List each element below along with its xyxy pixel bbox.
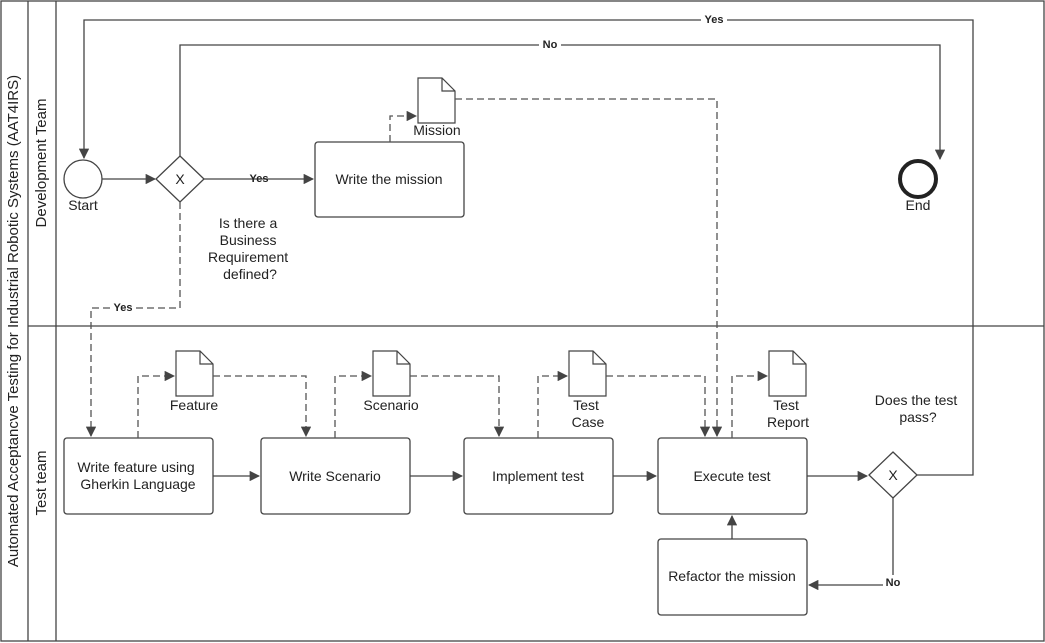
artifact-mission-label: Mission xyxy=(413,122,460,138)
start-event[interactable] xyxy=(63,159,103,199)
assoc-feature-task-to-doc xyxy=(137,370,176,438)
task-refactor-mission-label: Refactor the mission xyxy=(668,568,796,584)
flow-no-to-refactor xyxy=(807,498,894,591)
flow-top-no xyxy=(179,44,946,161)
flow-label-refactor-no: No xyxy=(886,577,901,589)
assoc-implement-to-test-case xyxy=(537,370,569,438)
pool-title: Automated Acceptancve Testing for Indust… xyxy=(5,75,22,567)
flow-label-top-no: No xyxy=(543,39,558,51)
task-write-scenario-label: Write Scenario xyxy=(289,468,381,484)
assoc-scenario-doc-to-implement xyxy=(410,375,505,438)
artifact-scenario[interactable] xyxy=(372,350,411,397)
artifact-test-case-label: Test Case xyxy=(572,397,605,430)
task-implement-test-label: Implement test xyxy=(492,468,584,484)
assoc-execute-to-test-report xyxy=(731,370,769,438)
artifact-test-report-label: Test Report xyxy=(767,397,809,430)
task-write-mission-label: Write the mission xyxy=(335,171,442,187)
assoc-write-mission-to-mission xyxy=(389,110,418,142)
assoc-mission-to-execute xyxy=(455,98,723,438)
flow-yes-to-write-feature xyxy=(85,202,181,438)
assoc-test-case-to-execute xyxy=(606,375,711,438)
artifact-test-report[interactable] xyxy=(768,350,807,397)
artifact-mission[interactable] xyxy=(417,77,456,124)
flow-label-to-feature-yes: Yes xyxy=(114,302,133,314)
gateway-test-pass-mark: X xyxy=(888,467,898,483)
assoc-feature-doc-to-scenario xyxy=(213,375,312,438)
label-bg-feature-yes xyxy=(110,300,136,314)
artifact-test-case[interactable] xyxy=(568,350,607,397)
artifact-feature-label: Feature xyxy=(170,397,218,413)
artifact-scenario-label: Scenario xyxy=(363,397,418,413)
question-test-pass: Does the test pass? xyxy=(875,392,961,425)
label-bg-top-yes xyxy=(701,12,727,26)
task-execute-test-label: Execute test xyxy=(693,468,770,484)
task-write-feature-label: Write feature using Gherkin Language xyxy=(77,459,198,492)
artifact-feature[interactable] xyxy=(175,350,214,397)
lane-title-test: Test team xyxy=(33,450,50,515)
gateway-business-requirement-mark: X xyxy=(175,171,185,187)
label-bg-refactor-no xyxy=(883,575,905,589)
flow-label-top-yes: Yes xyxy=(705,14,724,26)
end-event[interactable] xyxy=(898,159,938,199)
assoc-scenario-task-to-doc xyxy=(334,370,373,438)
start-label: Start xyxy=(68,197,98,213)
lane-title-development: Development Team xyxy=(33,99,50,228)
question-business-requirement: Is there a Business Requirement defined? xyxy=(208,215,292,282)
label-bg-top-no xyxy=(539,37,561,51)
end-label: End xyxy=(906,197,931,213)
flow-top-yes xyxy=(78,19,974,476)
flow-label-to-mission-yes: Yes xyxy=(250,173,269,185)
